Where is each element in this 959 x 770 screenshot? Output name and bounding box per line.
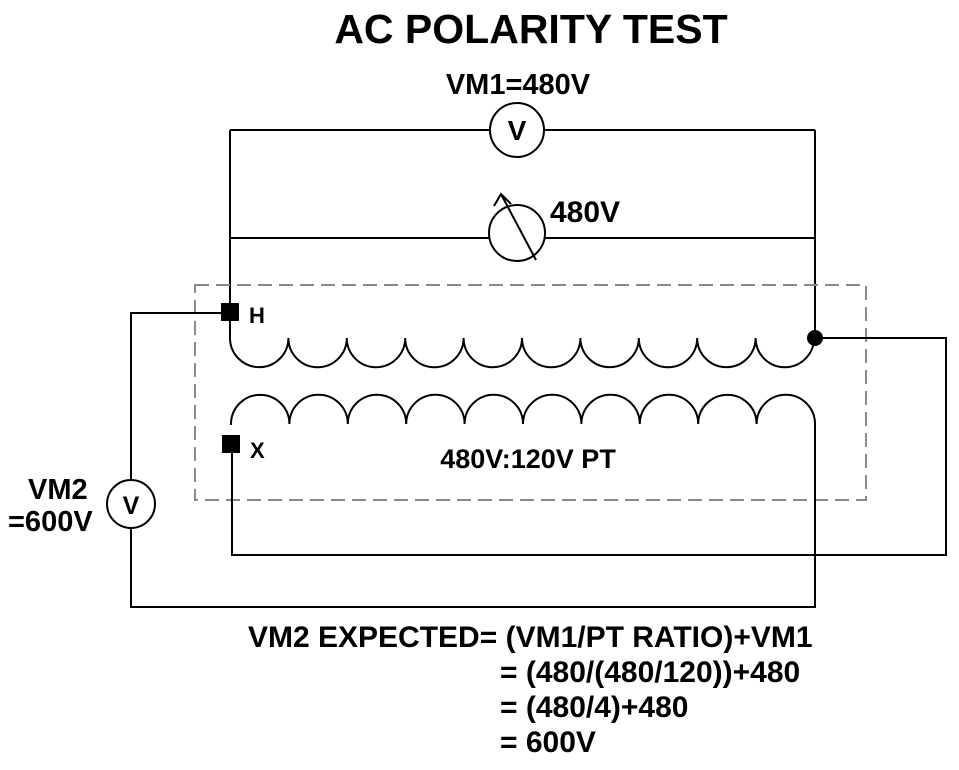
transformer-rating-label: 480V:120V PT <box>440 444 616 474</box>
equation-line-2: = (480/(480/120))+480 <box>500 656 800 689</box>
x-terminal-square-icon <box>222 435 240 453</box>
vm2-meter-symbol: V <box>123 492 140 520</box>
primary-winding <box>229 337 815 369</box>
diagram-title: AC POLARITY TEST <box>334 6 727 52</box>
secondary-winding <box>230 393 816 425</box>
ac-variable-source-icon <box>488 192 546 262</box>
vm1-label: VM1=480V <box>446 69 591 101</box>
h-terminal-square-icon <box>221 303 239 321</box>
external-wiring <box>130 312 947 608</box>
vm1-circuit-wires <box>229 129 816 338</box>
equation-line-3: = (480/4)+480 <box>500 691 688 724</box>
transformer-enclosure <box>194 284 867 501</box>
equation-line-1: VM2 EXPECTED= (VM1/PT RATIO)+VM1 <box>248 621 813 654</box>
vm1-meter-symbol: V <box>508 115 527 146</box>
source-voltage-label: 480V <box>550 196 620 229</box>
vm2-label: VM2 <box>28 474 88 506</box>
vm2-value-label: =600V <box>8 506 93 538</box>
equation-line-4: = 600V <box>500 726 596 759</box>
vm1-voltmeter-icon: V <box>489 102 545 158</box>
h-terminal-label: H <box>249 303 265 328</box>
vm2-voltmeter-icon: V <box>106 479 156 529</box>
x-terminal-label: X <box>250 438 265 463</box>
